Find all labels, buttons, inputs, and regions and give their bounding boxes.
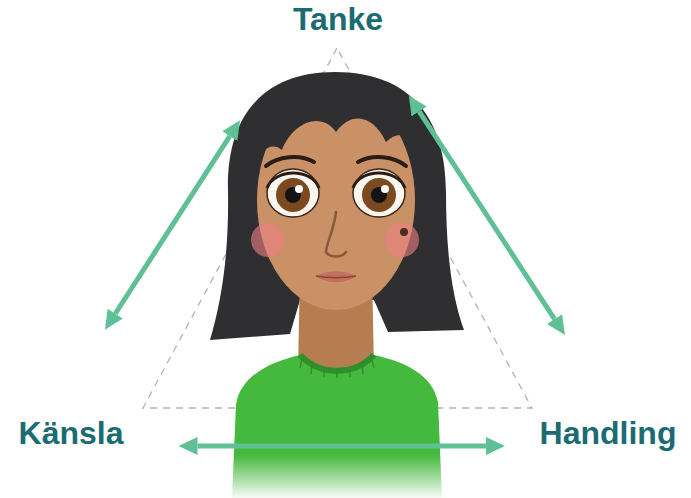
- concept-label: Tanke: [289, 0, 387, 39]
- double-arrow: [198, 444, 486, 449]
- woman-figure: [210, 72, 464, 498]
- double-arrow: [115, 136, 230, 314]
- double-arrow: [419, 111, 554, 319]
- concept-text: Känsla: [19, 416, 124, 451]
- concept-label: Handling: [536, 414, 681, 453]
- concept-text: Tanke: [293, 2, 383, 37]
- concept-text: Handling: [540, 416, 677, 451]
- concept-label: Känsla: [15, 414, 128, 453]
- dashed-triangle: [143, 48, 532, 408]
